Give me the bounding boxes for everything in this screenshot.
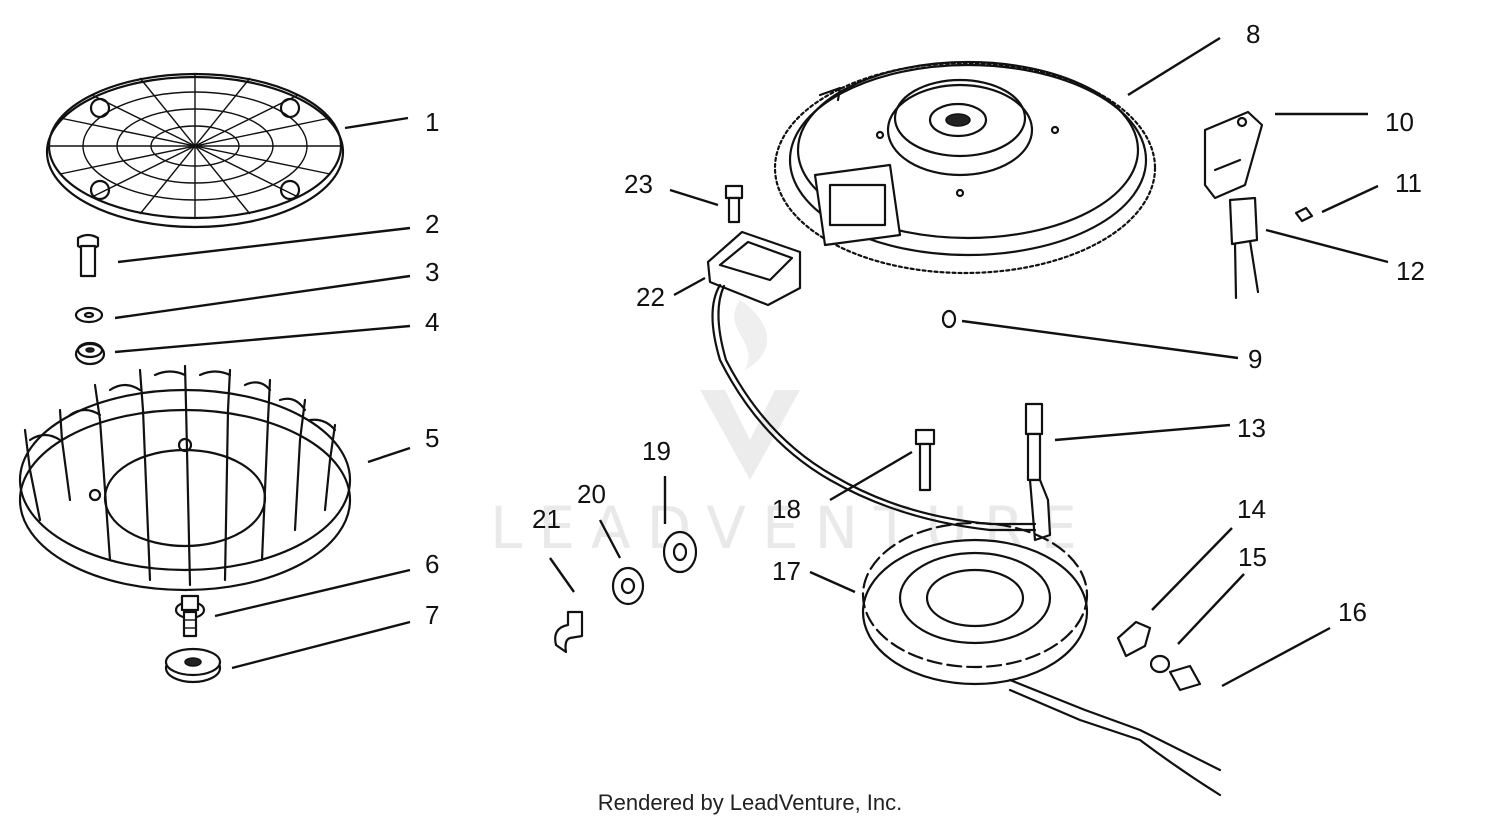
- leader-21: [549, 557, 575, 593]
- part-19-washer: [662, 530, 698, 574]
- callout-10: 10: [1385, 107, 1414, 137]
- callout-19: 19: [642, 436, 671, 466]
- leader-3: [114, 274, 411, 320]
- leader-23: [669, 188, 719, 207]
- callout-9: 9: [1248, 344, 1262, 374]
- part-4-spacer: [74, 341, 106, 366]
- leader-9: [961, 319, 1239, 360]
- callout-4: 4: [425, 307, 439, 337]
- part-2-bolt: [76, 233, 100, 278]
- part-5-fan: [18, 364, 352, 592]
- callout-11: 11: [1395, 168, 1422, 198]
- leader-lines: [114, 36, 1389, 688]
- callout-16: 16: [1338, 597, 1367, 627]
- watermark-flame: [734, 300, 768, 370]
- callout-22: 22: [636, 282, 665, 312]
- part-17-stator: [861, 521, 1222, 797]
- leader-4: [114, 324, 411, 354]
- part-8-flywheel: [773, 60, 1157, 275]
- callout-3: 3: [425, 257, 439, 287]
- part-11-clip: [1294, 206, 1314, 223]
- callout-21: 21: [532, 504, 561, 534]
- leader-22: [673, 276, 706, 297]
- part-3-washer: [74, 306, 104, 324]
- callout-1: 1: [425, 107, 439, 137]
- part-21-clamp: [554, 610, 584, 654]
- callout-6: 6: [425, 549, 439, 579]
- part-22-ignition-module: [706, 230, 1037, 532]
- part-16-screw: [1168, 664, 1202, 692]
- callout-13: 13: [1237, 413, 1266, 443]
- callout-14: 14: [1237, 494, 1266, 524]
- leader-1: [344, 116, 409, 130]
- leader-13: [1054, 423, 1231, 442]
- part-6-flange-bolt: [174, 594, 206, 638]
- callout-23: 23: [624, 169, 653, 199]
- callout-17: 17: [772, 556, 801, 586]
- leader-11: [1321, 184, 1379, 214]
- leader-7: [231, 620, 411, 670]
- footer-credit: Rendered by LeadVenture, Inc.: [598, 790, 903, 815]
- leader-12: [1265, 228, 1389, 264]
- part-9-key: [941, 309, 957, 329]
- leader-6: [214, 568, 411, 618]
- leader-16: [1221, 626, 1331, 688]
- leader-18: [829, 450, 913, 502]
- callout-12: 12: [1396, 256, 1425, 286]
- part-10-bracket: [1203, 110, 1264, 200]
- callout-2: 2: [425, 209, 439, 239]
- leader-14: [1151, 527, 1233, 611]
- part-7-washer: [164, 647, 222, 684]
- callout-8: 8: [1246, 19, 1260, 49]
- callout-20: 20: [577, 479, 606, 509]
- callout-5: 5: [425, 423, 439, 453]
- part-18-bolt: [914, 428, 936, 492]
- leader-20: [598, 519, 622, 559]
- part-20-washer: [611, 566, 645, 606]
- callout-7: 7: [425, 600, 439, 630]
- part-15-washer: [1149, 654, 1171, 674]
- leader-8: [1127, 36, 1221, 97]
- watermark-logo: [700, 390, 800, 480]
- part-23-screw: [724, 184, 744, 224]
- callout-18: 18: [772, 494, 801, 524]
- part-14-bracket: [1116, 620, 1152, 658]
- part-12-connector: [1228, 196, 1260, 300]
- leader-15: [1177, 573, 1245, 645]
- part-1-grass-screen: [45, 72, 345, 229]
- leader-17: [809, 570, 856, 594]
- leader-2: [117, 226, 411, 264]
- leader-5: [367, 446, 411, 464]
- callout-labels: 1 2 3 4 5 6 7 8 9 10 11 12 13 14 15 16 1…: [425, 19, 1425, 630]
- callout-15: 15: [1238, 542, 1267, 572]
